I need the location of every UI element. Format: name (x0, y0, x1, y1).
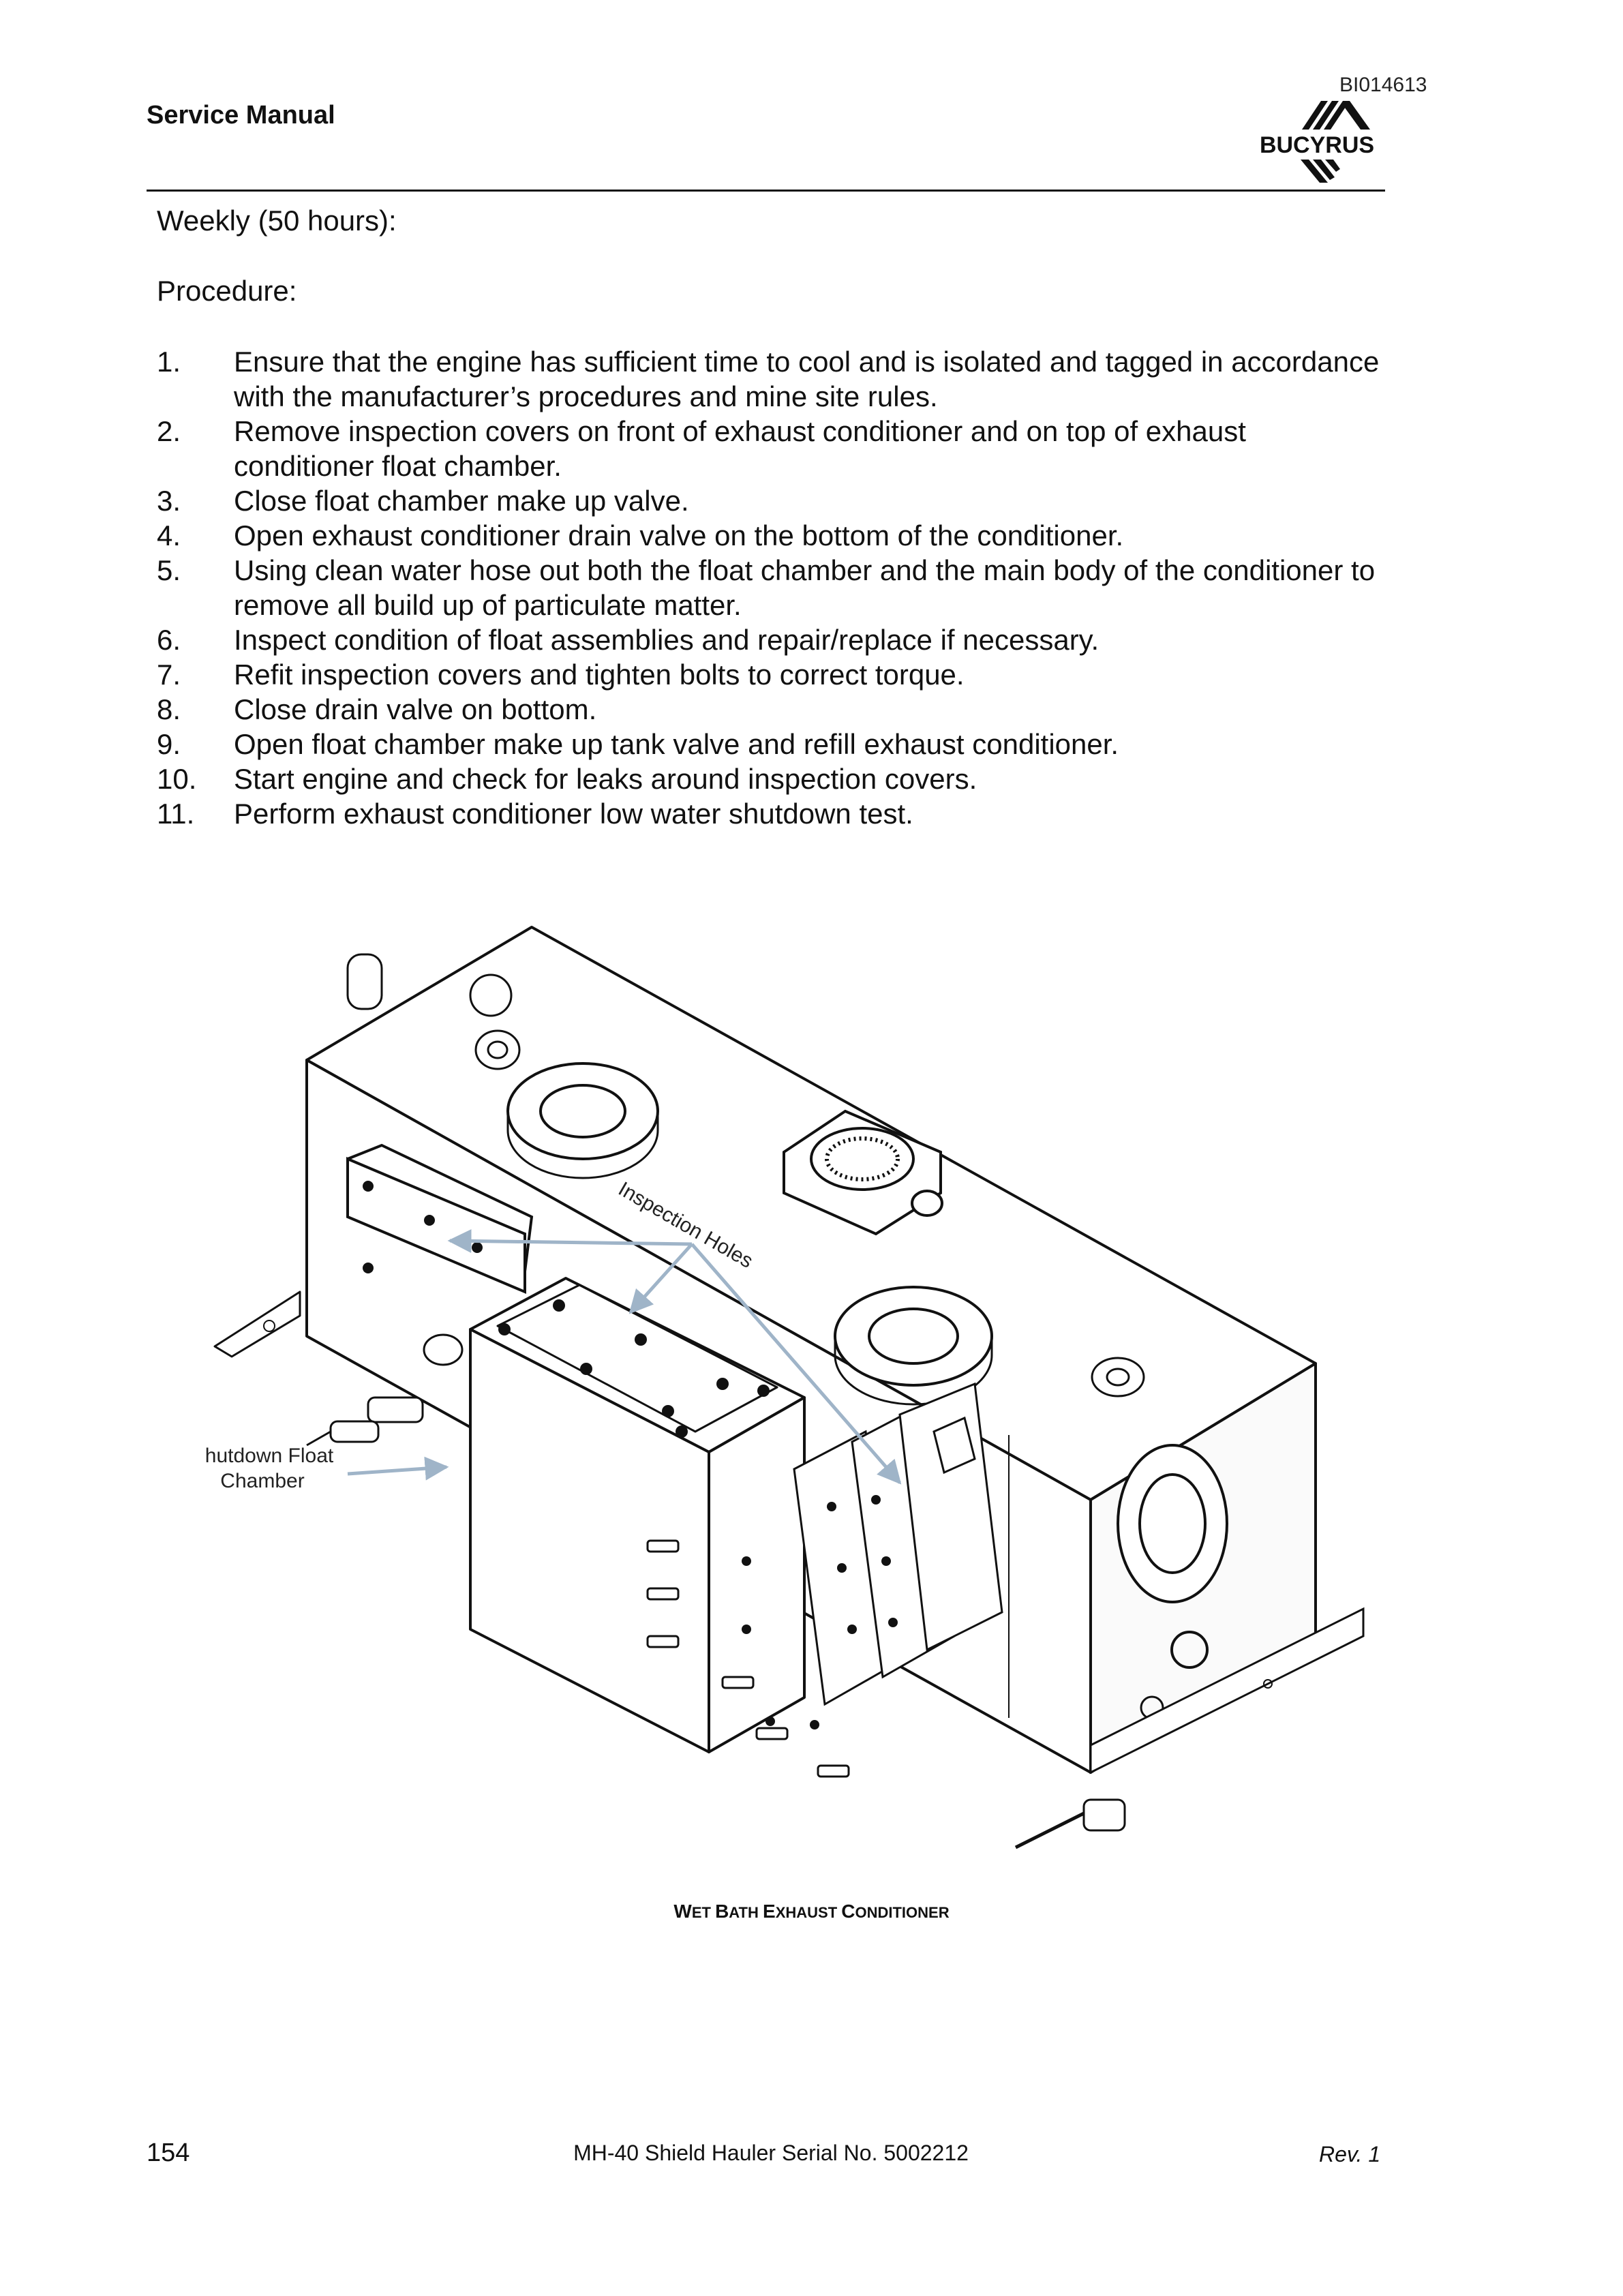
procedure-step: 6. Inspect condition of float assemblies … (157, 622, 1384, 657)
drain-valve (1014, 1798, 1126, 1849)
document-id: BI014613 (1339, 74, 1427, 96)
inspection-arrows (347, 1228, 902, 1485)
step-text: Inspect condition of float assemblies an… (234, 624, 1099, 656)
step-number: 4. (157, 519, 181, 552)
footer-model-serial: MH-40 Shield Hauler Serial No. 5002212 (573, 2141, 969, 2165)
procedure-step: 1. Ensure that the engine has sufficient … (157, 344, 1384, 414)
procedure-step: 3. Close float chamber make up valve. (157, 483, 1384, 518)
procedure-step: 11. Perform exhaust conditioner low water… (157, 796, 1384, 831)
procedure-steps: 1. Ensure that the engine has sufficient … (157, 344, 1384, 831)
step-text: Start engine and check for leaks around … (234, 763, 977, 795)
step-text: Perform exhaust conditioner low water sh… (234, 798, 913, 830)
header-rule (147, 190, 1385, 192)
step-number: 1. (157, 346, 181, 378)
page-number: 154 (147, 2139, 190, 2167)
lifting-eye-right (1091, 1357, 1145, 1398)
caption-part: B (715, 1901, 729, 1922)
exploded-float-hardware (646, 1382, 1003, 1778)
procedure-step: 7. Refit inspection covers and tighten bo… (157, 657, 1384, 692)
top-valve-housing (783, 1109, 943, 1236)
caption-part: W (673, 1901, 692, 1922)
exhaust-conditioner-illustration: Inspection Holes Shutdown Float Chamber (204, 926, 1365, 1849)
footer-revision: Rev. 1 (1319, 2142, 1381, 2166)
procedure-step: 8. Close drain valve on bottom. (157, 692, 1384, 727)
bucyrus-logo: BUCYRUS (1260, 101, 1374, 183)
shutdown-float-label-line2: Chamber (220, 1470, 304, 1492)
procedure-step: 4. Open exhaust conditioner drain valve o… (157, 518, 1384, 553)
float-chamber (469, 1277, 806, 1753)
shutdown-float-label-line1: Shutdown Float (204, 1445, 334, 1467)
step-number: 5. (157, 554, 181, 586)
step-number: 9. (157, 728, 181, 760)
step-number: 10. (157, 763, 197, 795)
float-chamber-valve (306, 1333, 464, 1447)
procedure-step: 9. Open float chamber make up tank valve … (157, 727, 1384, 761)
schedule-heading: Weekly (50 hours): (157, 205, 397, 237)
step-number: 6. (157, 624, 181, 656)
header-title: Service Manual (147, 101, 335, 130)
side-port-flange (1117, 1444, 1228, 1720)
lifting-eye-left (474, 1029, 521, 1070)
step-number: 11. (157, 798, 195, 830)
logo-wordmark: BUCYRUS (1260, 132, 1374, 158)
step-number: 7. (157, 659, 181, 691)
figure-caption: WET BATH EXHAUST CONDITIONER (0, 1901, 1623, 1922)
step-text: Close float chamber make up valve. (234, 485, 689, 517)
mounting-bracket-right (1089, 1607, 1365, 1774)
caption-part: E (763, 1901, 776, 1922)
step-text: Open float chamber make up tank valve an… (234, 728, 1119, 760)
caption-part: C (841, 1901, 855, 1922)
step-number: 2. (157, 415, 181, 447)
caption-part: ONDITIONER (855, 1904, 950, 1921)
top-port-flange-1 (506, 1062, 659, 1179)
step-text: Open exhaust conditioner drain valve on … (234, 519, 1124, 552)
step-text: Using clean water hose out both the floa… (234, 554, 1376, 621)
procedure-step: 5. Using clean water hose out both the fl… (157, 553, 1384, 622)
caption-part: XHAUST (775, 1904, 842, 1921)
top-port-flange-2 (834, 1286, 993, 1406)
step-text: Refit inspection covers and tighten bolt… (234, 659, 965, 691)
procedure-step: 10. Start engine and check for leaks arou… (157, 761, 1384, 796)
procedure-label: Procedure: (157, 275, 297, 307)
step-text: Remove inspection covers on front of exh… (234, 415, 1246, 482)
step-number: 3. (157, 485, 181, 517)
step-text: Close drain valve on bottom. (234, 693, 597, 725)
caption-part: ET (691, 1904, 716, 1921)
step-text: Ensure that the engine has sufficient ti… (234, 346, 1380, 412)
step-number: 8. (157, 693, 181, 725)
procedure-step: 2. Remove inspection covers on front of e… (157, 414, 1384, 483)
caption-part: ATH (729, 1904, 763, 1921)
